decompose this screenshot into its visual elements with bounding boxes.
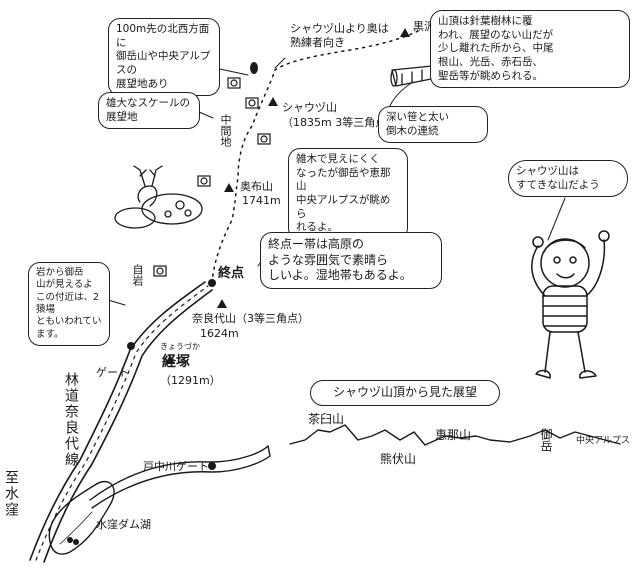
jiiwa-label: 自岩 [131,264,144,286]
kyozuka-reading: きょうづか [160,342,200,351]
peak-kumabushiyama: 熊伏山 [380,452,417,466]
character-illustration [531,230,610,379]
panorama-skyline [289,424,621,446]
callout-endpoint: 終点ー帯は高原の ような雰囲気で素晴ら しいよ。湿地帯もあるよ。 [260,232,442,289]
callout-bamboo: 深い笹と太い 倒木の連続 [378,106,488,144]
okununoyama-label: 奥布山 [240,180,273,193]
gate-label: ゲート [96,366,129,379]
tonakagawa-gate-label: 戸中川ゲート [143,460,209,473]
dotted-trail [211,29,421,284]
panorama-title: シャウヅ山頂から見た展望 [310,380,500,406]
callout-trees: 雑木で見えにくく なったが御岳や恵那山 中央アルプスが眺めら れるよ。 [288,148,408,240]
road-label: 林道奈良代線 [63,372,79,468]
peak-ontake: 御岳 [539,428,553,452]
shawuzuyama-elevation: （1835m 3等三角点） [282,116,398,129]
narayoyama-elevation: 1624m [200,327,239,340]
summit-markers [165,28,410,364]
kyozuka-label: 経塚 [162,354,190,370]
callout-from-shawuzu: シャウヅ山より奥は 熟練者向き [290,22,389,49]
callout-summit: 山頂は針葉樹林に覆 われ、展望のない山だが 少し離れた所から、中尾 根山、光岳、… [430,10,630,89]
tree-icon [250,62,258,74]
peak-chausuyama: 茶臼山 [308,412,345,426]
endpoint-label: 終点 [218,266,245,281]
forest-road [29,281,213,563]
chukanchi-label: 中間地 [219,114,232,147]
kyozuka-elevation: （1291m） [160,374,221,387]
reservoir-shape [48,480,115,555]
to-mizukubo-label: 至水窪 [3,470,19,518]
branch-road [89,445,271,509]
boat-icon [67,537,79,545]
deer-icon [114,165,203,229]
callout-grand-view: 雄大なスケールの 展望地 [98,92,200,130]
narayoyama-label: 奈良代山（3等三角点） [192,312,309,325]
shawuzuyama-label: シャウヅ山 [282,101,337,114]
callout-character: シャウヅ山は すてきな山だよう [508,160,628,198]
reservoir-label: 水窪ダム湖 [96,518,151,531]
peak-enasan: 恵那山 [435,428,472,442]
callout-rock: 岩から御岳 山が見えるよ この付近は、2猿場 ともいわれています。 [28,262,110,347]
peak-chuo-alps: 中央アルプス [576,436,630,446]
okununoyama-elevation: 1741m [242,194,281,207]
callout-view-100m: 100m先の北西方面に 御岳山や中央アルプスの 展望地あり [108,18,220,97]
gate-markers [127,279,216,470]
viewpoint-icons [153,77,271,277]
